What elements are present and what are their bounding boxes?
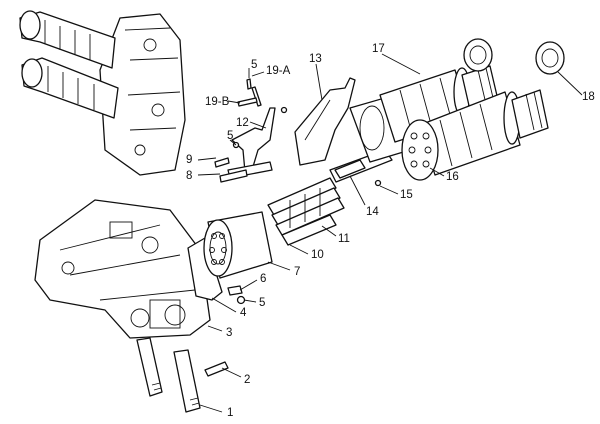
callout-18: 18	[557, 71, 595, 103]
svg-text:19-A: 19-A	[266, 65, 291, 77]
seal-ring-part-18	[535, 41, 565, 75]
callout-13: 13	[309, 53, 323, 101]
drive-shaft-part-17	[379, 38, 499, 143]
callout-2: 2	[221, 367, 250, 386]
callout-4: 4	[211, 297, 247, 319]
svg-text:10: 10	[311, 249, 324, 261]
svg-text:5: 5	[251, 59, 257, 71]
callout-8: 8	[186, 170, 221, 182]
callout-11: 11	[321, 225, 350, 245]
svg-text:16: 16	[446, 171, 459, 183]
callout-1: 1	[199, 404, 233, 419]
svg-text:13: 13	[309, 53, 322, 65]
svg-text:2: 2	[244, 374, 250, 386]
svg-text:5: 5	[259, 297, 265, 309]
callout-5-top: 5	[248, 59, 257, 78]
fitting-parts-5-6	[227, 285, 246, 305]
callout-19-a: 19-A	[251, 65, 291, 77]
piston-assemblies-part-10-11	[267, 149, 393, 246]
callout-10: 10	[289, 244, 324, 261]
pin-part-2	[204, 361, 229, 377]
svg-text:5: 5	[227, 130, 233, 142]
svg-text:11: 11	[338, 233, 350, 245]
svg-text:7: 7	[294, 266, 300, 278]
assembled-tandem-pump	[19, 10, 186, 176]
spring-clip-part-14	[334, 159, 366, 179]
port-plate-part-16	[401, 119, 439, 181]
svg-text:9: 9	[186, 154, 192, 166]
port-block-housing	[34, 199, 211, 339]
svg-text:18: 18	[582, 91, 595, 103]
svg-text:1: 1	[227, 407, 233, 419]
yoke-part-13	[294, 77, 356, 166]
callout-14: 14	[349, 175, 379, 218]
svg-text:14: 14	[366, 206, 379, 218]
callout-6: 6	[239, 273, 266, 291]
callout-3: 3	[207, 325, 232, 339]
callout-12: 12	[236, 117, 267, 129]
bolt-part-1	[136, 337, 201, 413]
callout-17: 17	[372, 43, 421, 75]
svg-text:15: 15	[400, 189, 413, 201]
valve-plate-part-4	[187, 237, 223, 301]
cylinder-block-part-7	[203, 211, 273, 279]
svg-text:6: 6	[260, 273, 266, 285]
callout-15: 15	[379, 185, 413, 201]
svg-text:3: 3	[226, 327, 232, 339]
callout-16: 16	[429, 167, 459, 183]
callout-5-lower: 5	[243, 297, 265, 309]
svg-text:19-B: 19-B	[205, 96, 230, 108]
svg-text:17: 17	[372, 43, 385, 55]
drive-shaft-lower	[419, 89, 549, 176]
callout-7: 7	[267, 261, 300, 278]
svg-text:12: 12	[236, 117, 249, 129]
callout-5-mid: 5	[227, 130, 237, 146]
callout-9: 9	[186, 154, 217, 166]
callout-19-b: 19-B	[205, 96, 241, 108]
svg-text:4: 4	[240, 307, 247, 319]
svg-text:8: 8	[186, 170, 192, 182]
small-pins-and-screws	[214, 78, 382, 187]
